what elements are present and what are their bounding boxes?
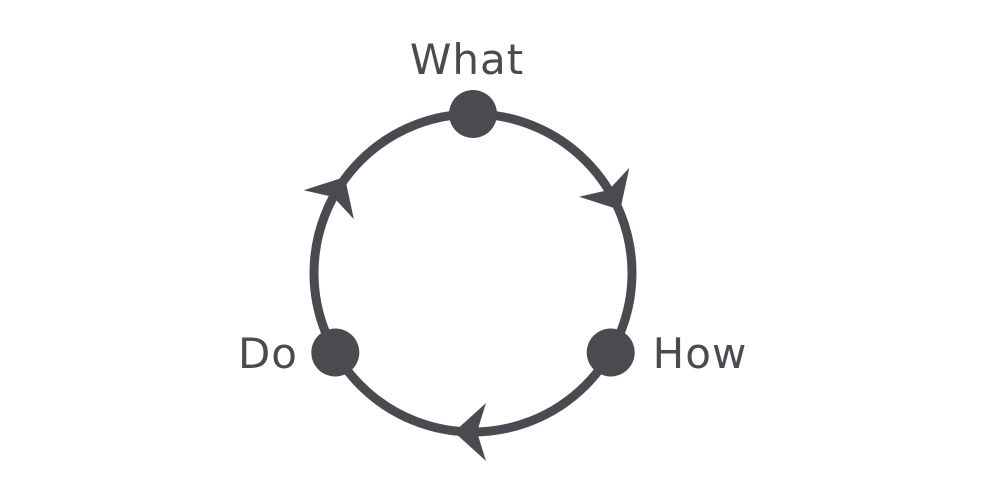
arrow-bottom-icon	[454, 403, 486, 461]
node-label-do: Do	[238, 329, 298, 378]
node-dot-do	[311, 328, 360, 377]
node-dot-what	[449, 90, 497, 138]
node-label-what: What	[410, 35, 524, 84]
node-label-how: How	[653, 329, 748, 378]
cycle-circle	[309, 109, 637, 437]
arrow-upper-right-icon	[579, 167, 630, 210]
node-dot-how	[586, 328, 635, 377]
arrow-upper-left-icon	[303, 177, 354, 220]
